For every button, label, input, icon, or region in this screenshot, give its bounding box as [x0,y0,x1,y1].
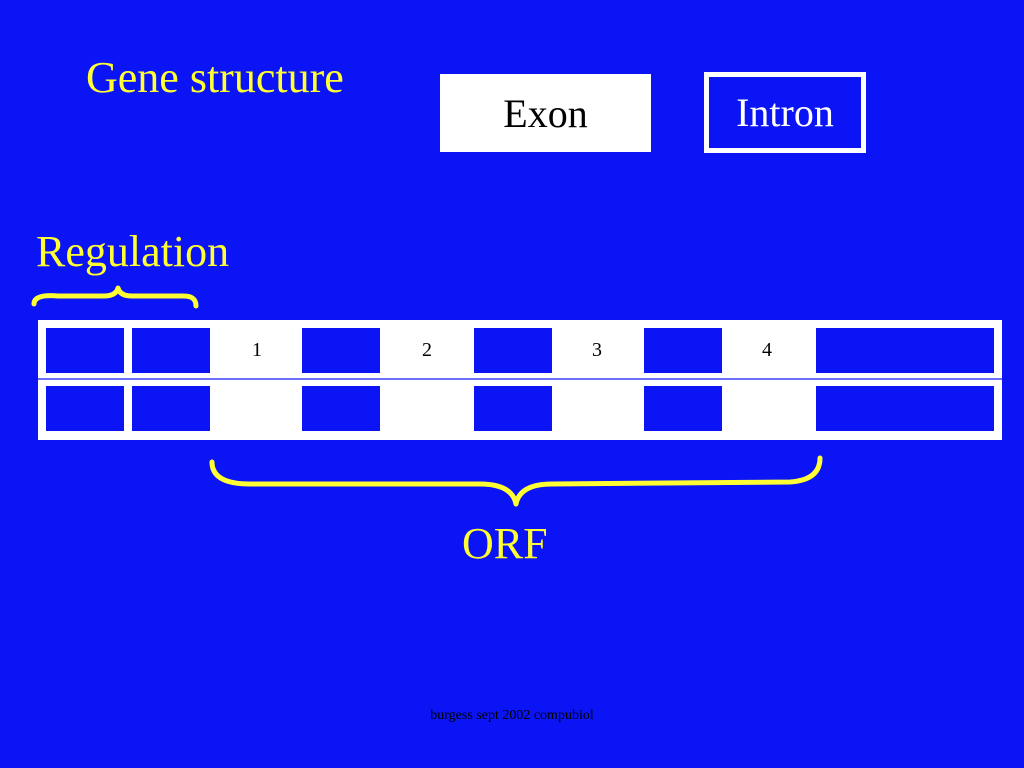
exon-1-label: 1 [252,339,262,361]
regulatory-block-top [132,328,210,373]
regulation-brace-path [31,285,199,309]
intron-block-top [644,328,722,373]
intron-block-bottom [644,386,722,431]
legend-intron-box: Intron [704,72,866,153]
regulation-label: Regulation [36,227,230,276]
legend-exon-label: Exon [503,90,588,136]
slide-title: Gene structure [86,53,344,102]
orf-brace-path [209,455,823,507]
regulatory-block-top [46,328,124,373]
intron-block-bottom [302,386,380,431]
intron-block-top [474,328,552,373]
regulatory-block-bottom [46,386,124,431]
downstream-block-top [816,328,994,373]
exon-2-label: 2 [422,339,432,361]
downstream-block-bottom [816,386,994,431]
exon-4-label: 4 [762,339,772,361]
gene-strip: 1 2 3 4 [38,320,1002,440]
slide-footer: burgess sept 2002 compubiol [430,708,594,723]
orf-label: ORF [462,519,548,568]
exon-3-label: 3 [592,339,602,361]
legend-intron-label: Intron [736,90,834,135]
regulatory-block-bottom [132,386,210,431]
intron-block-top [302,328,380,373]
intron-block-bottom [474,386,552,431]
row-divider [38,378,1002,380]
legend-exon-box: Exon [440,74,651,152]
